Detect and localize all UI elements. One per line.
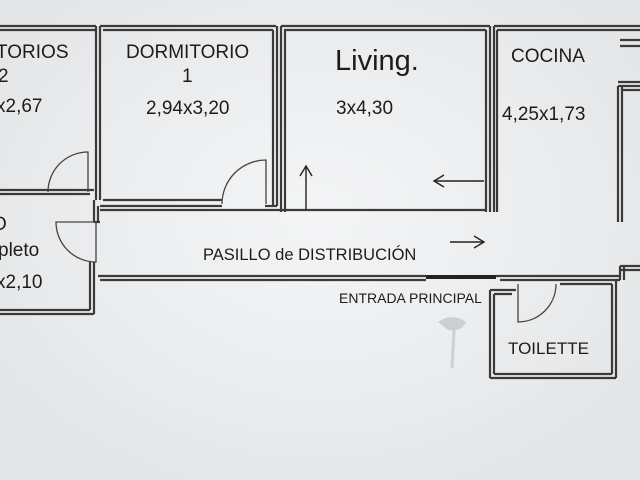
bano-type: pleto <box>0 240 39 261</box>
doors <box>47 151 557 323</box>
cocina-size: 4,25x1,73 <box>502 104 585 125</box>
dormitorio2-size: x2,67 <box>0 96 42 117</box>
bano-name: O <box>0 214 7 235</box>
arrow-right-icon <box>450 235 486 249</box>
door-swing-toilette <box>517 283 557 323</box>
pencil-stroke <box>450 329 456 369</box>
toilette-name: TOILETTE <box>508 339 589 358</box>
arrow-left-icon <box>432 174 484 188</box>
door-swing-bano <box>55 221 97 263</box>
arrow-up-icon <box>299 164 313 210</box>
walls <box>0 24 640 380</box>
dormitorio1-number: 1 <box>182 66 193 87</box>
door-swing-dormitorio1 <box>221 159 267 205</box>
dormitorio1-name: DORMITORIO <box>126 42 249 63</box>
entrada-label: ENTRADA PRINCIPAL <box>339 290 482 306</box>
pencil-smudge <box>438 317 466 331</box>
arrows <box>299 164 486 249</box>
dormitorio1-size: 2,94x3,20 <box>146 98 229 119</box>
bano-size: x2,10 <box>0 272 42 293</box>
pasillo-label: PASILLO de DISTRIBUCIÓN <box>203 245 416 264</box>
dormitorio2-name: TORIOS <box>0 42 69 63</box>
living-size: 3x4,30 <box>336 98 393 119</box>
room-labels: TORIOS 2 x2,67 DORMITORIO 1 2,94x3,20 Li… <box>0 42 589 358</box>
dormitorio2-number: 2 <box>0 66 9 87</box>
cocina-name: COCINA <box>511 46 585 67</box>
living-name: Living. <box>335 45 419 77</box>
door-swing-dormitorio2 <box>47 151 89 193</box>
